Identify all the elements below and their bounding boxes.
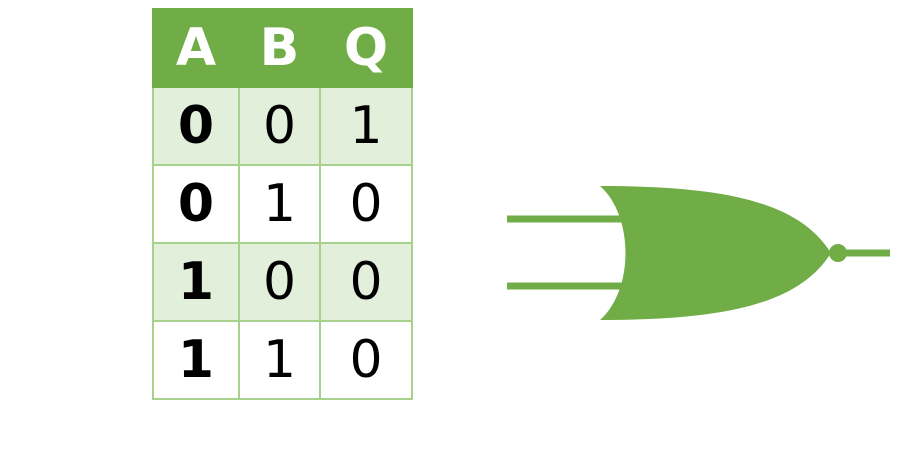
truth-table: A B Q 0 0 1 0 1 0 1 0 0 1 1 [152,8,413,400]
table-row: 0 1 0 [152,164,413,244]
header-cell-q: Q [319,8,413,88]
header-cell-b: B [238,8,321,88]
table-cell: 0 [152,86,240,166]
table-cell: 0 [152,164,240,244]
gate-body [600,186,831,320]
table-cell: 1 [238,320,321,400]
table-cell: 1 [319,86,413,166]
table-cell: 0 [319,164,413,244]
table-header-row: A B Q [152,8,413,88]
table-cell: 0 [319,320,413,400]
table-cell: 0 [319,242,413,322]
input-line-b [507,282,627,290]
header-cell-a: A [152,8,240,88]
input-line-a [507,215,627,223]
table-row: 1 0 0 [152,242,413,322]
output-line [846,249,890,257]
table-row: 0 0 1 [152,86,413,166]
table-cell: 1 [152,320,240,400]
inversion-bubble [829,244,847,262]
table-cell: 1 [238,164,321,244]
table-row: 1 1 0 [152,320,413,400]
table-cell: 0 [238,86,321,166]
table-cell: 1 [152,242,240,322]
table-cell: 0 [238,242,321,322]
